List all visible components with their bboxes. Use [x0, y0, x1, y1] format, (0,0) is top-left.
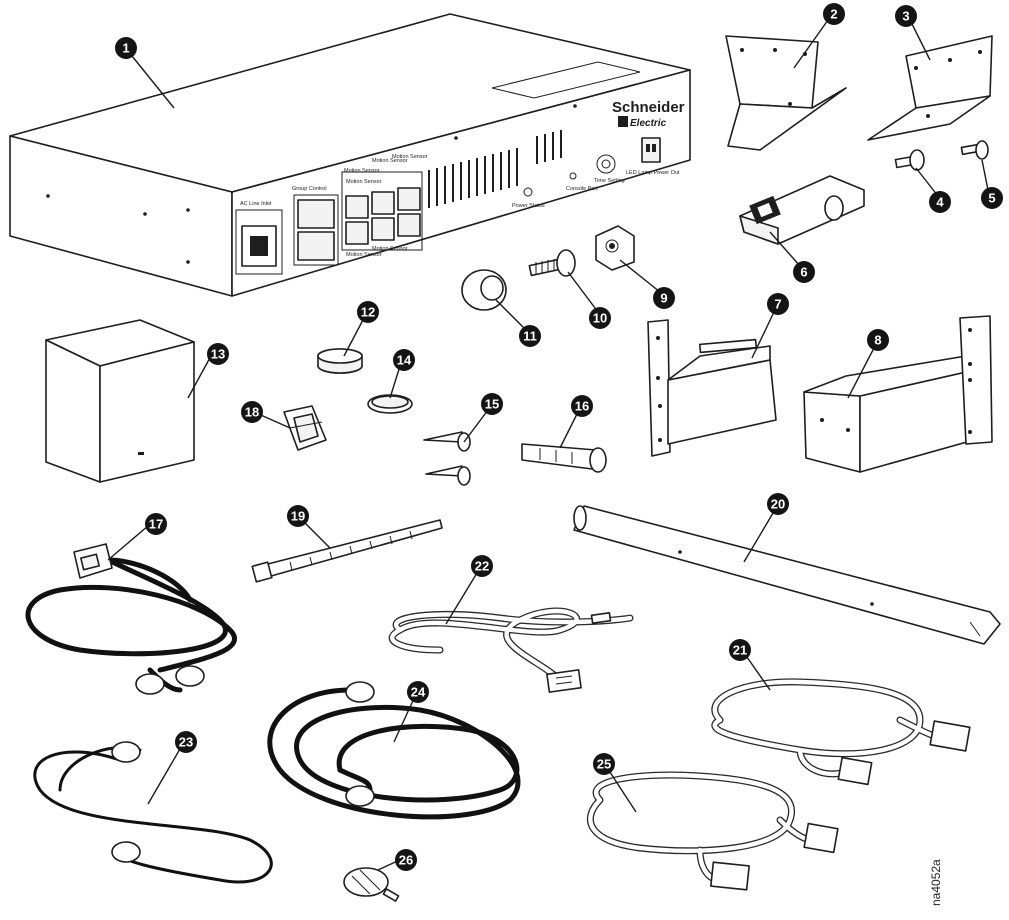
label-group-control: Group Control [292, 186, 327, 192]
callout-22: 22 [471, 555, 493, 577]
svg-text:11: 11 [523, 329, 537, 344]
part-10-screw [528, 249, 576, 277]
svg-text:23: 23 [179, 735, 193, 750]
svg-text:21: 21 [733, 643, 747, 658]
svg-text:10: 10 [593, 311, 607, 326]
svg-text:18: 18 [245, 405, 259, 420]
part-25-power-cord [587, 771, 839, 891]
part-18-cable-mount [283, 405, 327, 451]
svg-text:24: 24 [411, 685, 426, 700]
part-1-main-unit: AC Line Inlet Group Control Motion Senso… [9, 13, 691, 297]
label-motion-sensor-1b: Motion Sensor [346, 179, 382, 185]
label-motion-sensor-2: Motion Sensor [372, 158, 408, 164]
callout-24: 24 [407, 681, 429, 703]
svg-text:7: 7 [774, 297, 781, 312]
callout-26: 26 [395, 849, 417, 871]
callout-7: 7 [767, 293, 789, 315]
label-power-out: LED Lamp Power Out [626, 170, 680, 176]
part-9-cage-nut [595, 225, 635, 271]
part-14-grommet [367, 394, 413, 414]
svg-text:1: 1 [122, 41, 129, 56]
part-6-sensor [739, 175, 865, 245]
svg-text:16: 16 [575, 399, 589, 414]
svg-text:2: 2 [830, 7, 837, 22]
part-4-screw [894, 149, 925, 171]
label-time-setting: Time Setting [594, 178, 625, 184]
callout-21: 21 [729, 639, 751, 661]
svg-text:26: 26 [399, 853, 413, 868]
svg-text:22: 22 [475, 559, 489, 574]
callout-4: 4 [929, 191, 951, 213]
callout-23: 23 [175, 731, 197, 753]
label-motion-sensor-4: Motion Sensor [346, 252, 382, 258]
svg-text:19: 19 [291, 509, 305, 524]
svg-text:14: 14 [397, 353, 412, 368]
vent-grille [428, 130, 562, 208]
label-motion-sensor-5: Motion Sensor [372, 246, 408, 252]
label-ac-inlet: AC Line Inlet [240, 201, 272, 207]
callout-8: 8 [867, 329, 889, 351]
callout-13: 13 [207, 343, 229, 365]
part-12-pad [317, 348, 363, 374]
svg-text:6: 6 [800, 265, 807, 280]
part-17-sensor-cable [25, 543, 237, 695]
part-8-bracket [803, 315, 993, 473]
part-13-junction-box [45, 319, 195, 483]
callout-1: 1 [115, 37, 137, 59]
figure-id: na4052a [929, 859, 943, 906]
callout-20: 20 [767, 493, 789, 515]
callout-25: 25 [593, 753, 615, 775]
label-power-status: Power Status [512, 203, 545, 209]
svg-text:4: 4 [936, 195, 944, 210]
part-7-bracket [647, 319, 777, 457]
part-5-screw [960, 140, 989, 160]
callout-3: 3 [895, 5, 917, 27]
part-16-wall-anchor [521, 443, 607, 473]
svg-text:3: 3 [902, 9, 909, 24]
callout-6: 6 [793, 261, 815, 283]
svg-text:17: 17 [149, 517, 163, 532]
label-motion-sensor-3: Motion Sensor [392, 154, 428, 160]
callout-19: 19 [287, 505, 309, 527]
part-21-power-cord [711, 678, 971, 786]
callout-17: 17 [145, 513, 167, 535]
svg-text:12: 12 [361, 305, 375, 320]
svg-text:13: 13 [211, 347, 225, 362]
callout-18: 18 [241, 401, 263, 423]
callout-16: 16 [571, 395, 593, 417]
callout-2: 2 [823, 3, 845, 25]
part-26-plug [343, 867, 400, 902]
callout-9: 9 [653, 287, 675, 309]
callout-15: 15 [481, 393, 503, 415]
part-24-long-cable [267, 681, 521, 820]
brand-sub: Electric [630, 118, 667, 129]
callout-11: 11 [519, 325, 541, 347]
callout-5: 5 [981, 187, 1003, 209]
callout-10: 10 [589, 307, 611, 329]
label-console-port: Console Port [566, 186, 598, 192]
label-motion-sensor-1: Motion Sensor [344, 168, 380, 174]
svg-text:15: 15 [485, 397, 499, 412]
part-22-console-cable [388, 607, 634, 693]
svg-text:8: 8 [874, 333, 881, 348]
part-15-wood-screws [423, 431, 471, 486]
callout-14: 14 [393, 349, 415, 371]
part-2-bracket [725, 35, 847, 151]
part-11-grommet [461, 269, 507, 311]
svg-text:9: 9 [660, 291, 667, 306]
svg-text:25: 25 [597, 757, 611, 772]
brand-name: Schneider [612, 99, 685, 116]
svg-text:20: 20 [771, 497, 785, 512]
part-19-cable-tie [251, 519, 443, 583]
part-3-bracket [867, 35, 993, 141]
part-20-rail [573, 505, 1001, 645]
part-23-cable [33, 741, 273, 884]
leader-lines [107, 19, 989, 871]
svg-text:5: 5 [988, 191, 995, 206]
callout-12: 12 [357, 301, 379, 323]
